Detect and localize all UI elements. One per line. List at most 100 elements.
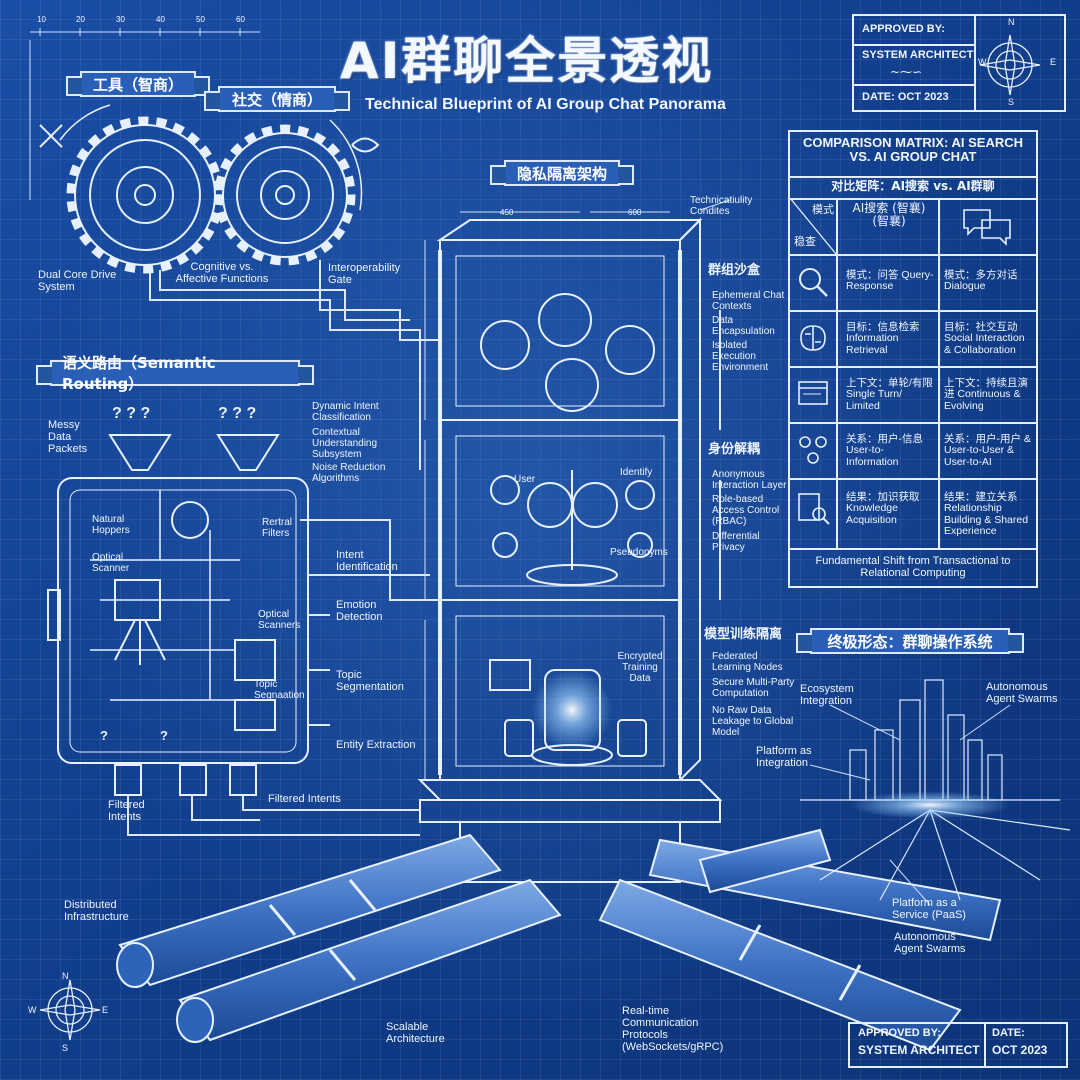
gear-label-cognitive: Cognitive vs. Affective Functions	[175, 261, 269, 285]
machine-part-label: Optical Scanner	[92, 552, 130, 574]
sandbox-item: Ephemeral Chat Contexts	[712, 290, 785, 312]
ultimate-label: Autonomous Agent Swarms	[894, 931, 966, 955]
dimension-lines	[424, 199, 731, 780]
privacy-tower	[417, 217, 723, 883]
dim-label: 600	[628, 208, 642, 217]
matrix-cell-chat: 上下文：持续且演进 Continuous & Evolving	[944, 377, 1028, 412]
semantic-output-arrows	[127, 519, 440, 836]
matrix-cell-chat: 关系：用户-用户 & User-to-User & User-to-AI	[944, 433, 1031, 468]
matrix-header-dimension: 稳查	[794, 235, 816, 248]
approval-date: DATE: OCT 2023	[862, 91, 949, 103]
top-ruler	[29, 28, 260, 200]
matrix-cell-search: 上下文：单轮/有限 Single Turn/ Limited	[846, 377, 933, 412]
matrix-title-en: COMPARISON MATRIX: AI SEARCH VS. AI GROU…	[802, 135, 1024, 165]
dim-label: 450	[500, 208, 514, 217]
compass-rose-bottom	[39, 979, 101, 1041]
machine-part-label: Natural Hoppers	[92, 514, 130, 536]
tool-banner: 工具（智商）	[66, 71, 210, 97]
approval-date: OCT 2023	[992, 1043, 1048, 1057]
model-item: No Raw Data Leakage to Global Model	[712, 705, 794, 738]
matrix-cell-search: 模式：问答 Query-Response	[846, 269, 934, 293]
semantic-routing-banner: 语义路由（Semantic Routing）	[36, 354, 314, 393]
matrix-title-cn: 对比矩阵：AI搜索 vs. AI群聊	[831, 179, 995, 193]
semantic-feature: Contextual Understanding Subsystem	[312, 427, 378, 460]
tech-note: Technicatiulity Condites	[690, 195, 753, 217]
ruler-tick: 10	[37, 15, 46, 24]
identity-item: Differential Privacy	[712, 531, 760, 553]
ruler-tick: 40	[156, 15, 165, 24]
machine-part-label: Optical Scanners	[258, 609, 301, 631]
document-search-icon	[798, 493, 830, 525]
output-emotion: Emotion Detection	[336, 599, 383, 623]
compass-rose-top	[979, 34, 1041, 96]
social-banner: 社交（情商）	[204, 86, 350, 112]
approved-by-label: APPROVED BY:	[862, 23, 945, 35]
matrix-cell-chat: 目标：社交互动 Social Interaction & Collaborati…	[944, 321, 1025, 356]
ruler-tick: 50	[196, 15, 205, 24]
handshake-icon	[351, 137, 380, 153]
sandbox-item: Isolated Execution Environment	[712, 340, 769, 373]
compass-s: S	[1008, 97, 1015, 107]
output-topic: Topic Segmentation	[336, 669, 404, 693]
chat-bubbles-icon	[963, 209, 1011, 246]
ruler-tick: 20	[76, 15, 85, 24]
approval-stamp-top: APPROVED BY: SYSTEM ARCHITECT ~⁓∽ DATE: …	[852, 14, 1066, 112]
page-title: AI群聊全景透视	[340, 32, 714, 90]
identity-title: 身份解耦	[708, 442, 761, 457]
compass-n: N	[1008, 17, 1015, 27]
ultimate-label: Autonomous Agent Swarms	[986, 681, 1058, 705]
skyline-glow	[850, 791, 1010, 819]
infra-label: Real-time Communication Protocols (WebSo…	[622, 1005, 724, 1053]
signature: ~⁓∽	[890, 65, 923, 79]
machine-part-label: Topic Segnaation	[254, 679, 305, 701]
matrix-header-divider	[790, 198, 837, 255]
messy-data-label: Messy Data Packets	[48, 419, 88, 455]
identity-item: Anonymous Interaction Layer	[712, 469, 787, 491]
upper-pipes	[149, 260, 440, 470]
sandbox-item: Data Encapsulation	[712, 315, 775, 337]
matrix-footer: Fundamental Shift from Transactional to …	[815, 555, 1011, 579]
approved-by-label: APPROVED BY:	[858, 1027, 941, 1039]
matrix-header-mode: 模式	[812, 203, 834, 216]
question-marks: ? ? ? ? ? ? ? ?	[100, 405, 256, 743]
svg-text:? ? ?: ? ? ?	[218, 405, 256, 422]
identity-item: Role-based Access Control (RBAC)	[712, 494, 780, 527]
matrix-cell-search: 结果：加识获取 Knowledge Acquisition	[846, 491, 920, 526]
compass-w: W	[978, 57, 987, 67]
compass-n: N	[62, 971, 69, 981]
model-item: Federated Learning Nodes	[712, 651, 783, 673]
pseudonyms-label: Pseudonyms	[610, 547, 668, 558]
ultimate-label: Platform as Integration	[756, 745, 812, 769]
output-intent: Intent Identification	[336, 549, 398, 573]
sandbox-title: 群组沙盒	[708, 263, 761, 278]
ruler-tick: 30	[116, 15, 125, 24]
ultimate-form-banner: 终极形态：群聊操作系统	[796, 628, 1024, 654]
semantic-machine	[47, 434, 309, 796]
matrix-col-ai-search: AI搜索 (智襄) (智襄)	[852, 201, 926, 228]
model-item: Secure Multi-Party Computation	[712, 677, 795, 699]
network-icon	[799, 436, 827, 464]
compass-e: E	[1050, 57, 1057, 67]
filtered-intents-bottom: Filtered Intents	[268, 793, 341, 805]
date-label: DATE:	[992, 1027, 1025, 1039]
page-subtitle: Technical Blueprint of AI Group Chat Pan…	[365, 96, 726, 113]
comparison-matrix: COMPARISON MATRIX: AI SEARCH VS. AI GROU…	[788, 130, 1038, 588]
privacy-banner: 隐私隔离架构	[490, 160, 634, 186]
compass-w: W	[28, 1005, 37, 1015]
filtered-intents-left: Filtered Intents	[108, 799, 145, 823]
matrix-cell-chat: 结果：建立关系 Relationship Building & Shared E…	[944, 491, 1029, 537]
compass-e: E	[102, 1005, 109, 1015]
matrix-cell-search: 关系：用户-信息 User-to- Information	[846, 433, 923, 468]
approver-name: SYSTEM ARCHITECT	[862, 49, 974, 61]
matrix-cell-chat: 模式：多方对话 Dialogue	[944, 269, 1018, 293]
ultimate-label: Ecosystem Integration	[800, 683, 854, 707]
brain-icon	[800, 325, 826, 351]
machine-part-label: Rertral Filters	[262, 517, 293, 539]
output-entity: Entity Extraction	[336, 739, 416, 751]
infrastructure-pipes	[116, 828, 1002, 1052]
window-icon	[798, 381, 828, 405]
infra-label: Distributed Infrastructure	[64, 899, 129, 923]
model-title: 模型训练隔离	[704, 627, 783, 642]
infra-label: Scalable Architecture	[386, 1021, 445, 1045]
